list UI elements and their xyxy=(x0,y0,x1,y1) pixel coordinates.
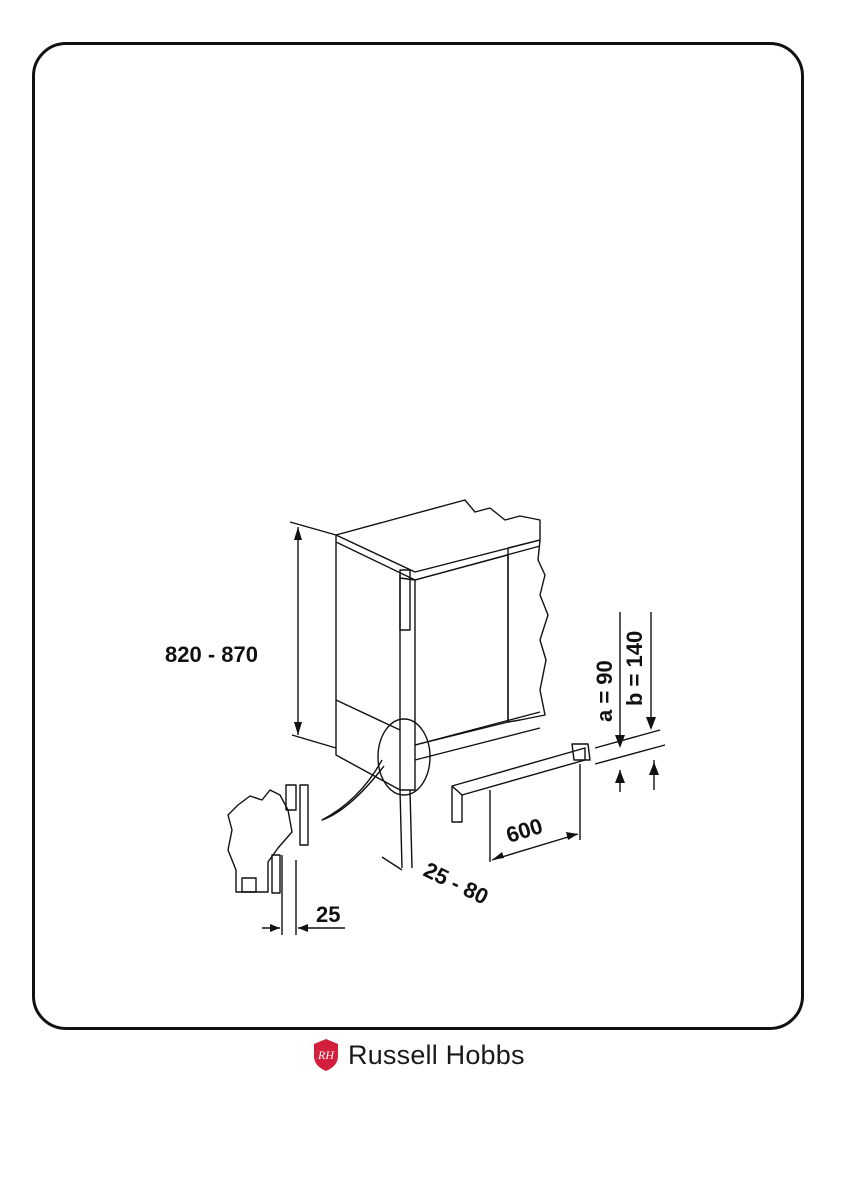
rh-crest-icon: RH xyxy=(312,1038,340,1072)
side-panel-torn xyxy=(508,540,548,722)
cabinet-front xyxy=(400,578,415,790)
depth-range-label: 25 - 80 xyxy=(420,857,493,909)
gap-label: 25 xyxy=(316,902,340,927)
svg-text:RH: RH xyxy=(317,1048,335,1062)
cabinet-left-side xyxy=(336,542,400,790)
height-label: 820 - 870 xyxy=(165,642,258,667)
brand-logo: RH Russell Hobbs xyxy=(312,1037,525,1073)
cabinet-top xyxy=(336,500,540,572)
dimension-b-label: b = 140 xyxy=(622,631,647,706)
brand-name: Russell Hobbs xyxy=(348,1040,525,1071)
zoom-callout xyxy=(322,760,384,820)
dimension-a-label: a = 90 xyxy=(592,660,617,722)
width-label: 600 xyxy=(503,813,545,848)
detail-circle xyxy=(378,719,430,795)
plinth-board xyxy=(452,748,585,822)
